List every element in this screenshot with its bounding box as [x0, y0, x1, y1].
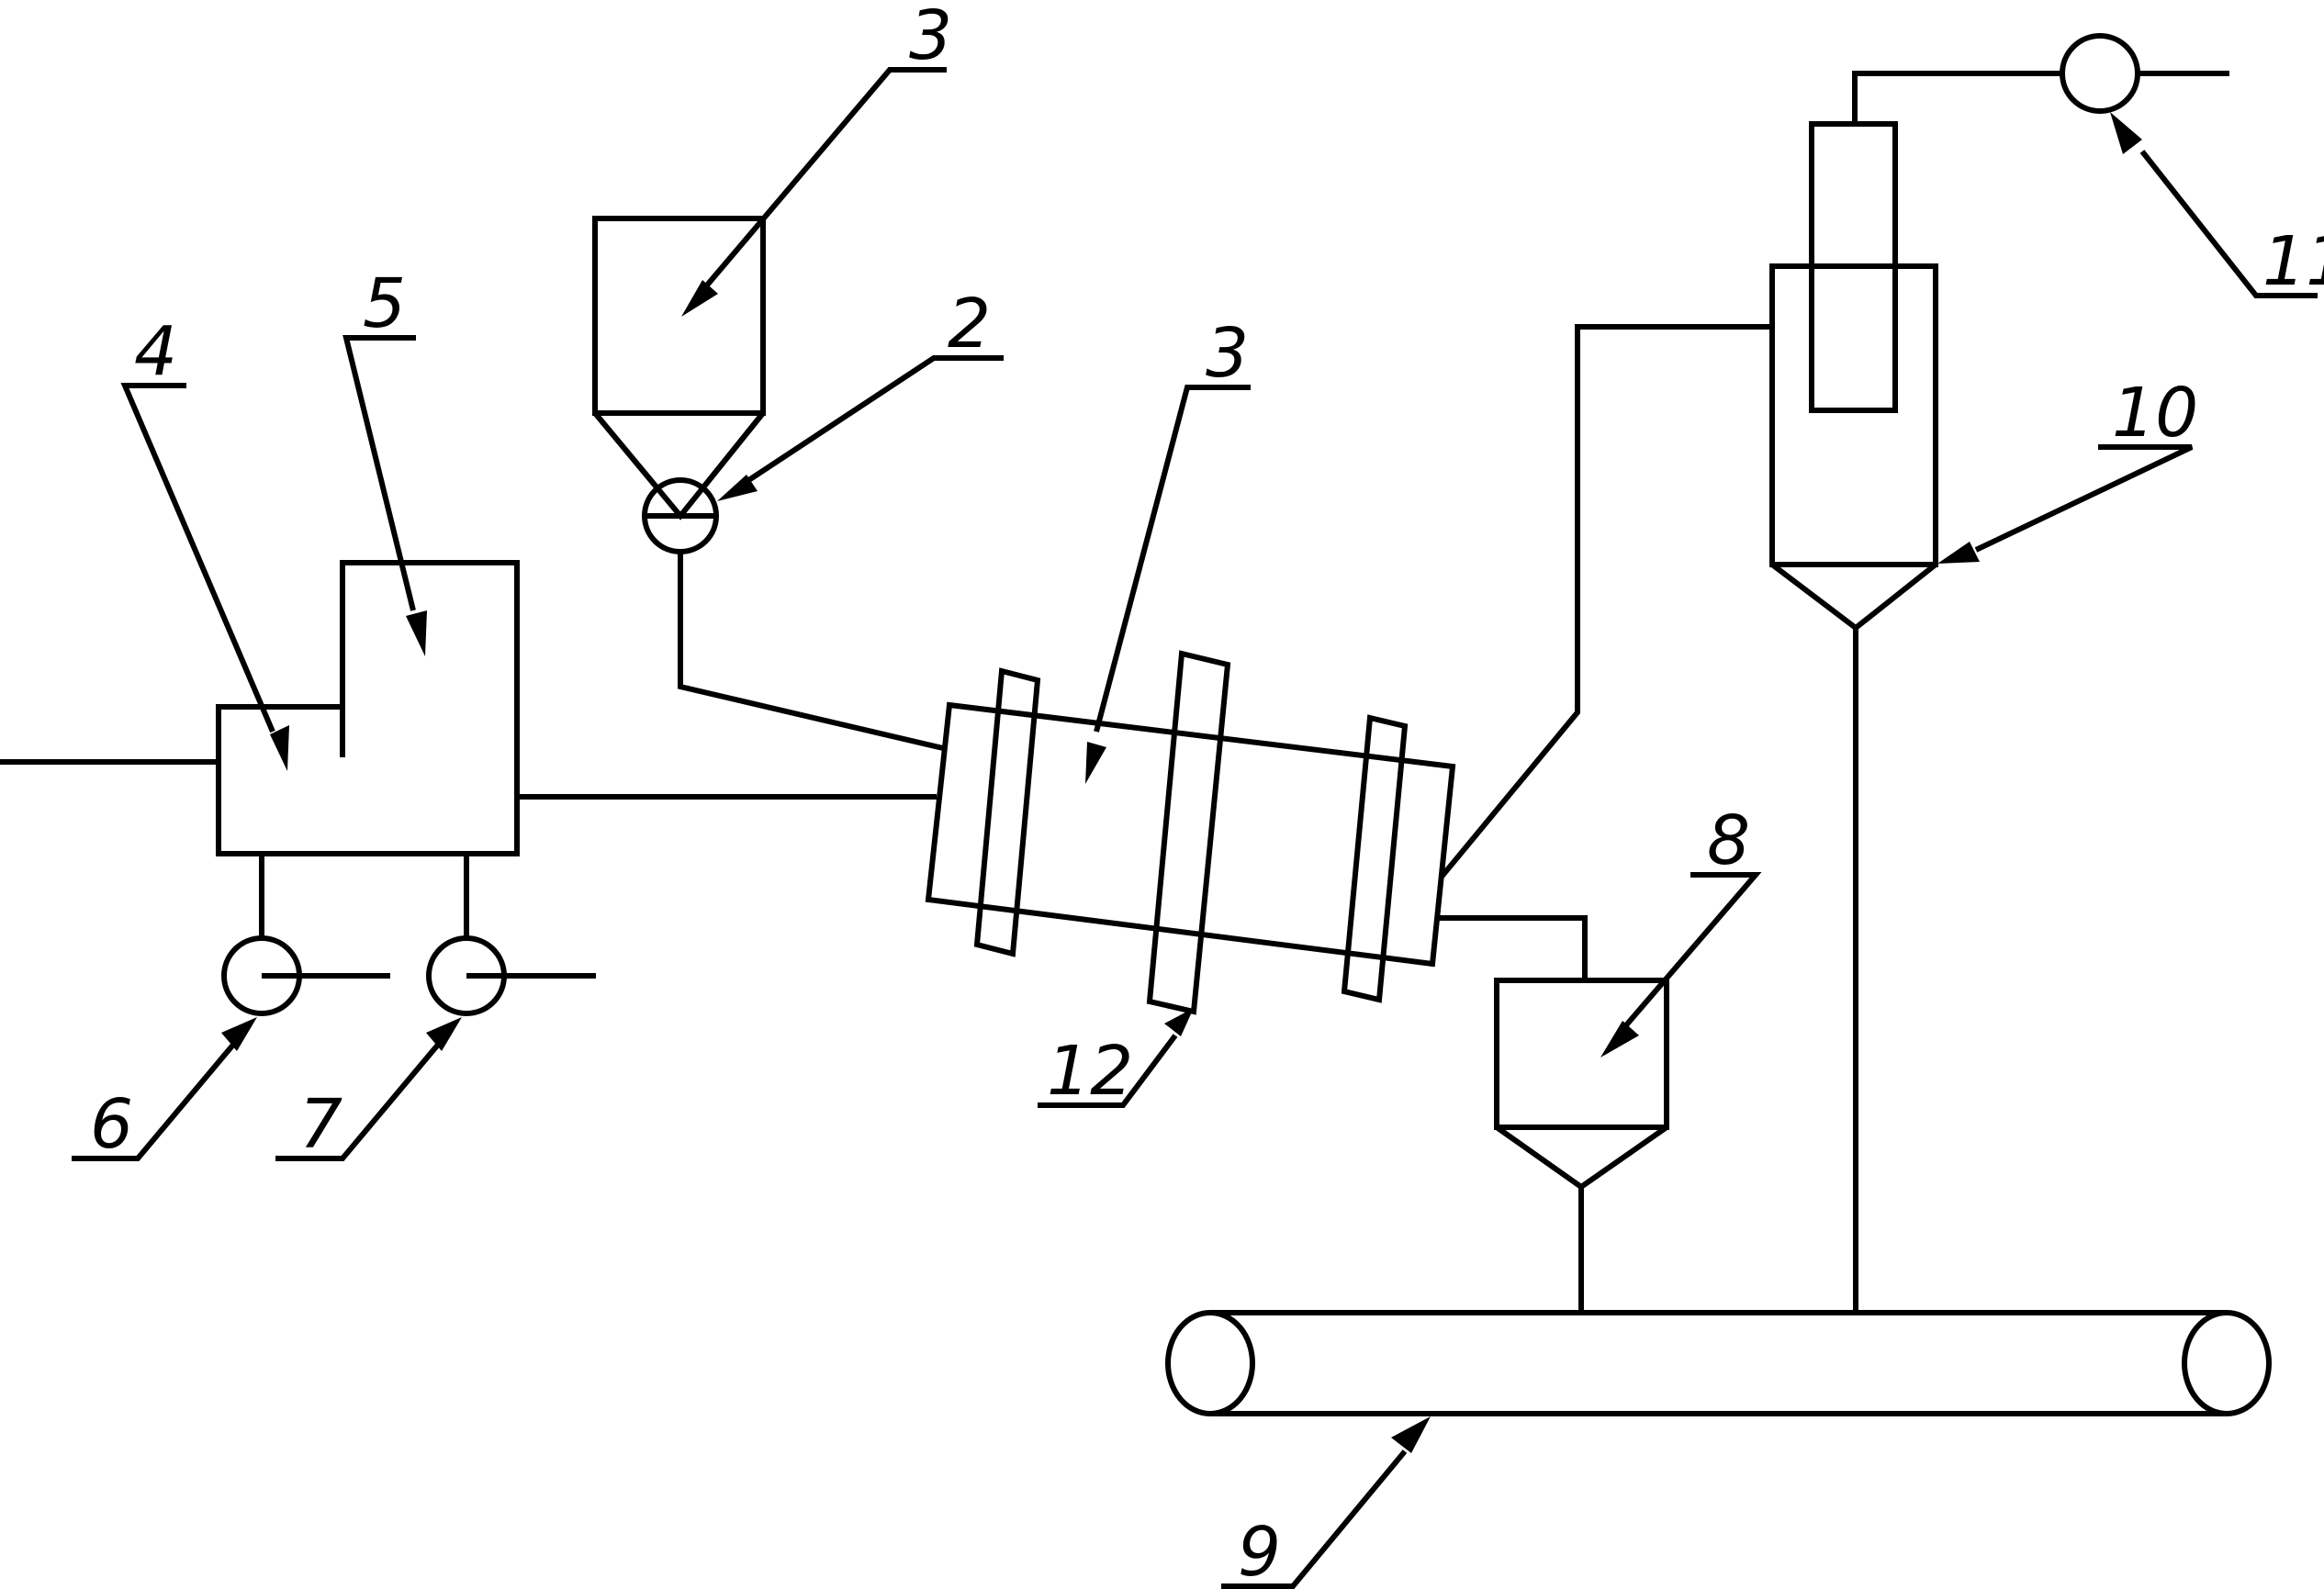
pump-7: [426, 854, 596, 1016]
callout-6: 6: [90, 1085, 133, 1164]
leader-7: [275, 1043, 441, 1161]
leader-2: [743, 355, 1004, 486]
callout-9: 9: [1238, 1513, 1281, 1589]
pipe-feeder-to-drum: [678, 551, 944, 751]
belt-conveyor: [1165, 1310, 2272, 1416]
pipe-drum-to-cyclone: [1439, 324, 1772, 878]
mixer-vessel: [216, 560, 520, 856]
callout-11: 11: [2262, 222, 2324, 301]
callout-12: 12: [1047, 1032, 1133, 1111]
drum-ring-3: [1341, 714, 1409, 1003]
callout-10: 10: [2112, 374, 2198, 453]
callout-5: 5: [363, 264, 406, 343]
callout-4: 4: [134, 312, 177, 391]
leader-10: [1974, 444, 2194, 553]
leader-9: [1221, 1449, 1408, 1589]
leader-6: [72, 1043, 236, 1161]
leader-11: [2139, 150, 2318, 298]
callout-labels: 3 2 3 4 5 6 7 8 9 10 11 12: [90, 0, 2324, 1589]
top-hopper: [592, 216, 766, 520]
pipes: [0, 71, 2229, 1313]
leader-5: [342, 335, 416, 611]
callout-3-top: 3: [909, 0, 952, 75]
exhaust-pipe: [1852, 71, 2062, 124]
rotary-drum: [925, 650, 1456, 1015]
leader-3a: [702, 67, 947, 289]
rotary-feeder: [592, 411, 766, 554]
callout-3-drum: 3: [1206, 314, 1249, 393]
drum-ring-1: [973, 667, 1041, 957]
callout-8: 8: [1707, 801, 1750, 880]
callout-2: 2: [948, 285, 991, 364]
exhaust-fan: [2060, 33, 2140, 114]
leader-8: [1622, 872, 1762, 1028]
pump-6: [221, 854, 390, 1016]
leader-12: [1038, 1034, 1178, 1108]
cyclone: [1769, 121, 1938, 632]
receiving-bin: [1494, 978, 1669, 1191]
leader-3b: [1094, 385, 1251, 733]
callout-7: 7: [299, 1085, 342, 1164]
leader-lines: [72, 67, 2318, 1589]
leader-4: [120, 383, 275, 733]
drum-ring-2: [1146, 650, 1231, 1015]
pipe-drum-to-bin: [1437, 915, 1588, 980]
